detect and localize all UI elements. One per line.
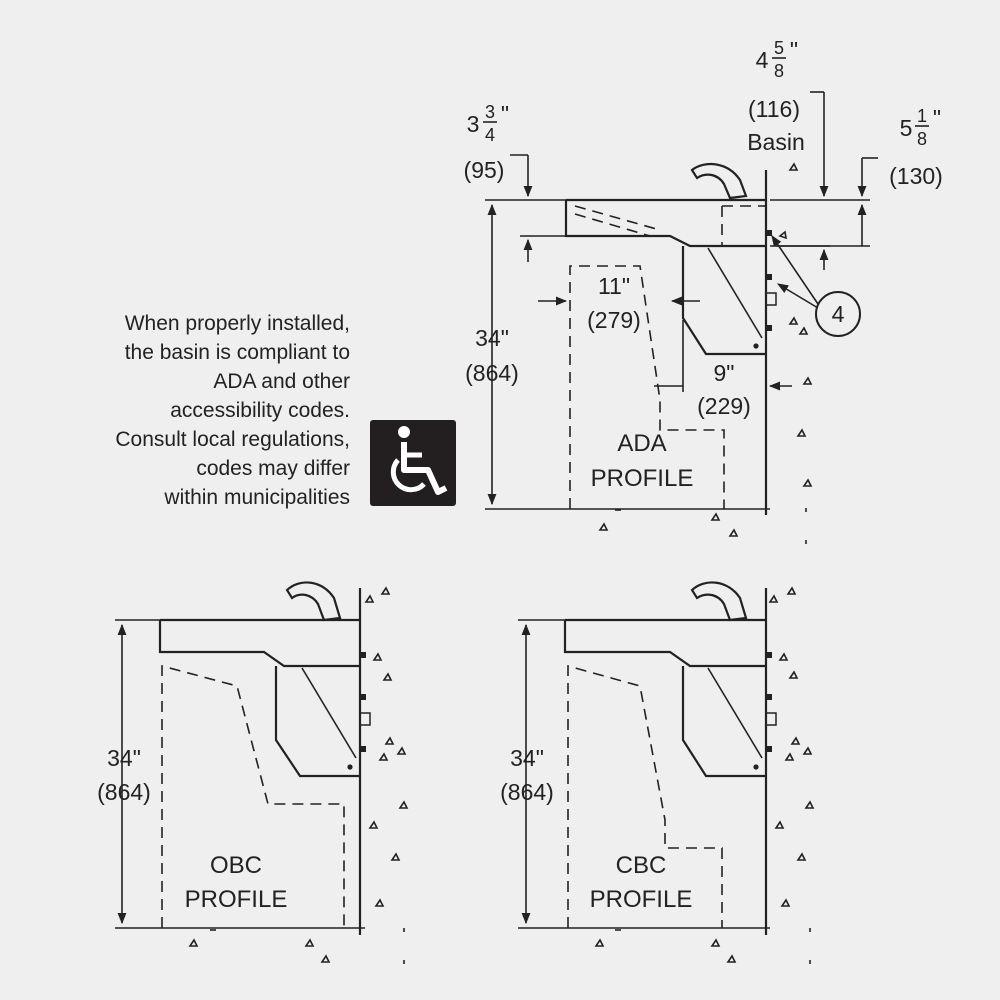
ada-knee-in: 11" <box>598 273 630 299</box>
ada-right-num: 1 <box>917 106 927 126</box>
obc-height-mm: (864) <box>97 779 151 805</box>
obc-height-in: 34" <box>107 745 141 771</box>
cbc-height-mm: (864) <box>500 779 554 805</box>
ada-drawing: ADA PROFILE 34" (864) 3 3 4 " (95) 4 5 8… <box>464 37 943 544</box>
note-line: accessibility codes. <box>170 399 350 422</box>
ada-depth-num: 3 <box>485 102 495 122</box>
ada-right-unit: " <box>933 105 941 131</box>
note-line: codes may differ <box>196 457 350 480</box>
ada-basin-whole: 4 <box>756 47 769 73</box>
ada-right-mm: (130) <box>889 163 943 189</box>
ada-basin-num: 5 <box>774 38 784 58</box>
wheelchair-icon <box>370 420 456 506</box>
obc-drawing: OBC PROFILE 34" (864) <box>97 581 409 964</box>
cbc-profile-label: PROFILE <box>590 886 693 913</box>
ada-profile-label: PROFILE <box>591 465 694 492</box>
note-line: within municipalities <box>163 486 350 509</box>
obc-profile-label: PROFILE <box>185 886 288 913</box>
cbc-drawing: CBC PROFILE 34" (864) <box>500 581 815 964</box>
ada-basin-label: Basin <box>747 129 805 155</box>
ada-basin-den: 8 <box>774 61 784 81</box>
note-line: ADA and other <box>213 370 350 393</box>
ada-toe-in: 9" <box>714 360 735 386</box>
cbc-profile-label: CBC <box>616 852 667 879</box>
ada-depth-whole: 3 <box>467 111 480 137</box>
ada-height-mm: (864) <box>465 360 519 386</box>
note-line: When properly installed, <box>125 312 350 335</box>
ada-depth-mm: (95) <box>464 157 505 183</box>
ada-basin-unit: " <box>790 37 798 63</box>
compliance-note: When properly installed, the basin is co… <box>115 312 350 509</box>
obc-profile-label: OBC <box>210 852 262 879</box>
note-line: the basin is compliant to <box>125 341 350 364</box>
ada-toe-mm: (229) <box>697 393 751 419</box>
note-line: Consult local regulations, <box>115 428 350 451</box>
ada-knee-mm: (279) <box>587 307 641 333</box>
ada-depth-den: 4 <box>485 125 495 145</box>
ada-right-whole: 5 <box>900 115 913 141</box>
ada-callout-number: 4 <box>832 301 845 327</box>
ada-height-in: 34" <box>475 325 509 351</box>
ada-depth-unit: " <box>501 101 509 127</box>
ada-profile-label: ADA <box>617 430 666 457</box>
callout-circle <box>815 291 861 337</box>
ada-basin-mm: (116) <box>748 96 800 122</box>
cbc-height-in: 34" <box>510 745 544 771</box>
ada-right-den: 8 <box>917 129 927 149</box>
